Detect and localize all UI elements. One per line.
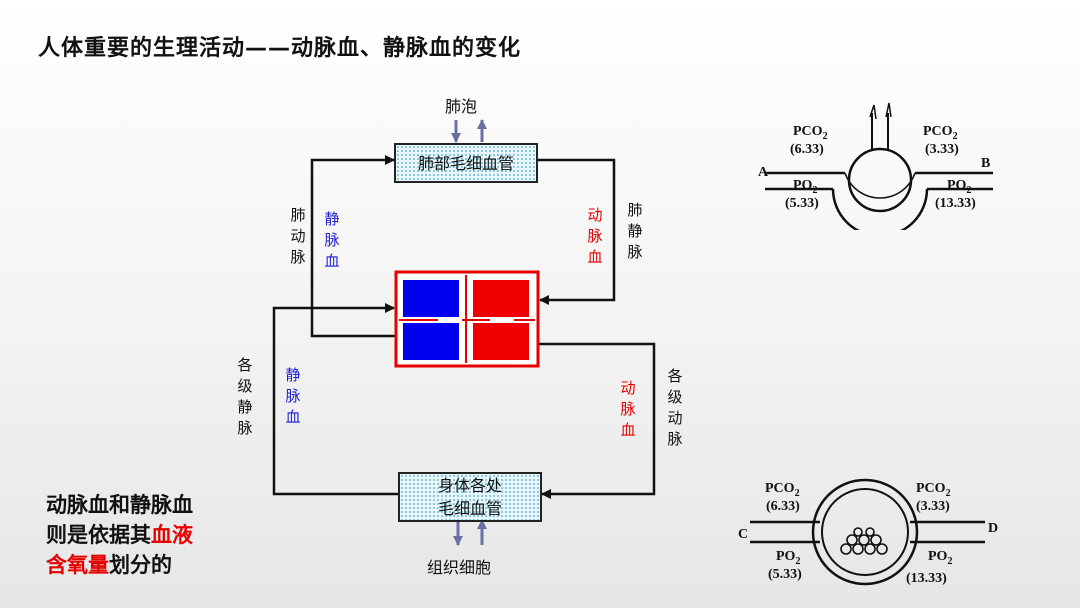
left-atrium <box>473 280 529 317</box>
systemic-artery-path <box>538 342 656 499</box>
lung-capillary-label: 肺部毛细血管 <box>417 153 514 173</box>
note-text: 动脉血和静脉血 则是依据其血液 含氧量划分的 <box>46 490 193 580</box>
body-capillary-line1: 身体各处 <box>437 476 502 495</box>
svg-text:PO2: PO2 <box>793 178 817 196</box>
svg-text:(3.33): (3.33) <box>916 499 950 514</box>
svg-text:PO2: PO2 <box>947 178 971 196</box>
svg-text:PO2: PO2 <box>776 549 800 567</box>
blood-cells <box>840 527 888 555</box>
alveolar-capillary-figure: PCO2 (6.33) PCO2 (3.33) PO2 (5.33) PO2 (… <box>758 102 993 230</box>
systemic-veins-blood-label: 静脉血 <box>285 366 301 426</box>
svg-text:D: D <box>988 521 998 536</box>
svg-text:B: B <box>981 156 990 171</box>
systemic-vein-path <box>272 303 400 496</box>
svg-text:PCO2: PCO2 <box>923 124 958 142</box>
svg-text:C: C <box>738 527 748 542</box>
note-line3: 含氧量划分的 <box>46 553 172 577</box>
body-capillary-line2: 毛细血管 <box>437 499 502 518</box>
pulmonary-vein-path <box>536 158 616 305</box>
svg-text:PCO2: PCO2 <box>916 481 951 499</box>
svg-text:(3.33): (3.33) <box>925 142 959 157</box>
lung-capillary-box: 肺部毛细血管 <box>394 143 538 183</box>
pulmonary-artery-path <box>310 155 396 338</box>
pulmonary-vein-blood-label: 动脉血 <box>587 206 603 266</box>
systemic-arteries-label: 各级动脉 <box>667 367 683 448</box>
svg-text:PCO2: PCO2 <box>793 124 828 142</box>
pulmonary-artery-label: 肺动脉 <box>290 206 306 266</box>
body-capillary-box: 身体各处 毛细血管 <box>398 472 542 522</box>
note-line1: 动脉血和静脉血 <box>46 493 193 517</box>
right-ventricle <box>403 323 459 360</box>
systemic-veins-label: 各级静脉 <box>237 356 253 437</box>
svg-text:PCO2: PCO2 <box>765 481 800 499</box>
heart <box>394 270 540 368</box>
svg-text:(13.33): (13.33) <box>906 571 947 586</box>
systemic-arteries-blood-label: 动脉血 <box>620 379 636 439</box>
svg-text:(6.33): (6.33) <box>790 142 824 157</box>
svg-text:(5.33): (5.33) <box>785 196 819 211</box>
alveoli-label: 肺泡 <box>445 97 478 116</box>
svg-text:PO2: PO2 <box>928 549 952 567</box>
pulmonary-artery-blood-label: 静脉血 <box>324 210 340 270</box>
page-title: 人体重要的生理活动——动脉血、静脉血的变化 <box>38 36 522 61</box>
pulmonary-vein-label: 肺静脉 <box>627 201 643 261</box>
left-ventricle <box>473 323 529 360</box>
note-line2: 则是依据其血液 <box>46 523 193 547</box>
tissue-capillary-figure: PCO2 (6.33) PCO2 (3.33) PO2 (5.33) PO2 (… <box>738 478 998 586</box>
svg-text:(13.33): (13.33) <box>935 196 976 211</box>
svg-text:A: A <box>758 165 769 180</box>
right-atrium <box>403 280 459 317</box>
tissue-cells-label: 组织细胞 <box>427 558 492 577</box>
svg-text:(5.33): (5.33) <box>768 567 802 582</box>
svg-text:(6.33): (6.33) <box>766 499 800 514</box>
